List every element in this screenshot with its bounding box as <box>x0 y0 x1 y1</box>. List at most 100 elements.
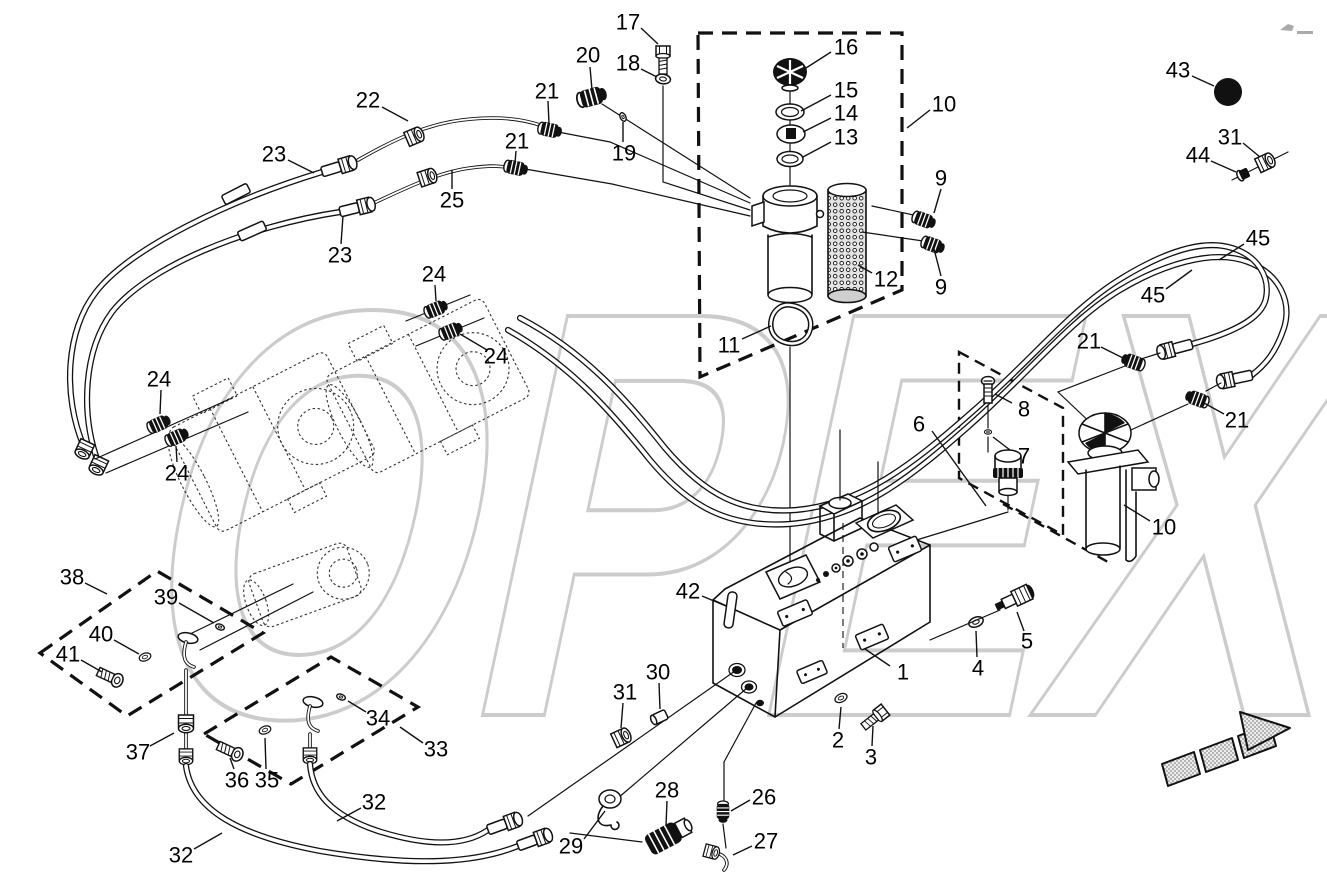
callout-label-9-15: 9 <box>935 166 947 191</box>
callout-leader-45 <box>1218 243 1245 261</box>
callout-leader-20 <box>589 66 593 91</box>
return-filter-assembly <box>574 45 948 569</box>
callout-leader-31 <box>1242 142 1261 158</box>
callout-label-4-35: 4 <box>972 656 984 681</box>
label-strip <box>723 591 738 629</box>
washer <box>654 72 672 86</box>
callout-label-22-8: 22 <box>356 88 380 113</box>
callout-leader-24 <box>159 389 162 415</box>
callout-leader-5 <box>1016 611 1025 632</box>
callout-leader-18 <box>640 68 658 78</box>
filler-neck <box>818 493 864 542</box>
hose-elbow-nut <box>178 748 194 766</box>
callout-leader-2 <box>838 706 842 730</box>
callout-leader-39 <box>178 602 215 624</box>
callout-leader-21 <box>1203 402 1225 415</box>
tank-ports <box>816 542 879 582</box>
callout-label-15-4: 15 <box>834 78 858 103</box>
callout-leader-35 <box>264 737 267 770</box>
callout-leader-32 <box>193 832 223 850</box>
callout-label-23-10: 23 <box>262 142 286 167</box>
callout-label-17-0: 17 <box>616 10 640 35</box>
callout-leader-45 <box>1165 269 1193 290</box>
callout-leader-28 <box>665 800 668 827</box>
filler-flange <box>764 554 822 600</box>
callout-leader-12 <box>857 264 873 274</box>
breather <box>993 449 1023 497</box>
hose-end <box>319 153 360 180</box>
callout-label-21-29: 21 <box>1225 408 1249 433</box>
loose-parts <box>1214 78 1289 182</box>
callout-label-34-53: 34 <box>366 706 390 731</box>
callout-label-12-17: 12 <box>874 267 898 292</box>
callout-label-23-14: 23 <box>328 243 352 268</box>
o-ring <box>617 111 629 123</box>
box-fitting-group-38 <box>37 569 267 718</box>
callout-label-30-40: 30 <box>646 660 670 685</box>
callout-label-10-7: 10 <box>932 92 956 117</box>
callout-leader-36 <box>229 757 235 770</box>
mounting-pad <box>796 659 828 685</box>
callout-leader-41 <box>80 659 103 673</box>
callout-label-6-32: 6 <box>913 412 925 437</box>
callout-leader-30 <box>658 682 661 710</box>
callout-label-37-50: 37 <box>126 740 150 765</box>
box-filter-group-10 <box>696 31 904 380</box>
elbow-fitting <box>702 843 729 872</box>
callout-label-25-12: 25 <box>440 188 464 213</box>
callout-label-31-20: 31 <box>1218 125 1242 150</box>
elbow-fitting <box>302 695 324 733</box>
callout-label-32-55: 32 <box>169 843 193 868</box>
union-fitting <box>535 119 564 141</box>
callout-label-43-19: 43 <box>1166 58 1190 83</box>
filter-star-cap <box>1078 412 1132 454</box>
callout-label-16-3: 16 <box>834 35 858 60</box>
callout-label-41-49: 41 <box>56 642 80 667</box>
callout-label-45-22: 45 <box>1246 226 1270 251</box>
callout-leader-26 <box>730 799 751 812</box>
callout-leader-43 <box>1191 75 1215 87</box>
bolt <box>655 45 671 75</box>
callout-label-19-13: 19 <box>612 141 636 166</box>
callout-label-20-2: 20 <box>576 43 600 68</box>
callout-label-45-23: 45 <box>1141 283 1165 308</box>
callout-leader-22 <box>381 106 409 122</box>
union-fitting <box>144 412 174 437</box>
callout-leader-9 <box>933 188 942 214</box>
bolt <box>94 664 126 690</box>
callout-label-21-28: 21 <box>1077 329 1101 354</box>
callout-label-44-21: 44 <box>1186 143 1210 168</box>
callout-label-40-48: 40 <box>89 622 113 647</box>
mounting-pad <box>887 535 923 563</box>
lower-fitting-groups <box>94 583 556 865</box>
filter-head <box>751 185 825 304</box>
callout-leader-21 <box>514 150 517 164</box>
callout-label-26-42: 26 <box>752 785 776 810</box>
callout-leader-21 <box>547 100 550 125</box>
callout-label-24-25: 24 <box>484 344 508 369</box>
callout-label-32-56: 32 <box>362 790 386 815</box>
callout-label-5-34: 5 <box>1021 629 1033 654</box>
breather-cap <box>773 58 807 92</box>
callout-label-14-5: 14 <box>834 101 858 126</box>
callout-leader-11 <box>741 325 772 340</box>
screw <box>980 375 996 404</box>
plug-cap <box>1214 78 1242 106</box>
filter-element <box>827 182 867 304</box>
watermark-text: OPEX <box>94 189 1327 838</box>
callout-leader-6 <box>931 430 987 507</box>
callout-leader-24 <box>175 445 178 463</box>
callout-leader-24 <box>459 333 488 351</box>
callout-label-31-41: 31 <box>613 680 637 705</box>
callout-leader-34 <box>347 700 367 713</box>
callout-label-3-38: 3 <box>865 745 877 770</box>
callout-label-24-26: 24 <box>147 367 171 392</box>
watermark: OPEX <box>92 24 1327 840</box>
nut <box>177 714 195 734</box>
mounting-pad <box>854 623 890 651</box>
oil-tank <box>712 429 1035 734</box>
callout-label-11-18: 11 <box>718 333 741 358</box>
